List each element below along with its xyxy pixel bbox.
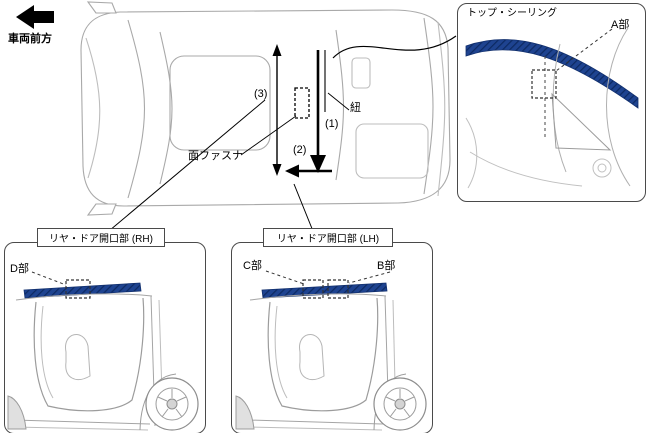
top-ceiling-art — [465, 27, 639, 189]
part-b-label: B部 — [377, 260, 396, 272]
headliner-strip — [465, 39, 639, 109]
part-c-label: C部 — [243, 260, 262, 272]
lh-door-aperture — [267, 297, 379, 412]
fastener-leader-line — [240, 115, 297, 156]
callout-top-ceiling — [457, 3, 646, 202]
part-c-dashed-box — [302, 279, 324, 299]
rh-headliner-strip — [23, 282, 142, 299]
step1-label: (1) — [325, 118, 339, 130]
roof-panel — [169, 55, 271, 151]
car-top-view — [80, 1, 451, 216]
rh-door-art — [7, 271, 199, 431]
step2-label: (2) — [293, 144, 307, 156]
cord-label: 紐 — [350, 102, 361, 114]
lh-door-art — [235, 270, 427, 431]
part-c-leader — [265, 270, 305, 285]
fastener-label: 面ファスナ — [188, 150, 243, 162]
step3-label: (3) — [254, 88, 268, 100]
rear-panel — [355, 123, 429, 179]
left-arrow-icon — [16, 5, 54, 29]
lh-door-title: リヤ・ドア開口部 (LH) — [263, 228, 393, 247]
part-d-label: D部 — [10, 263, 29, 275]
part-b-dashed-box — [327, 279, 349, 299]
measurement-annotations — [96, 35, 457, 242]
velcro-dashed-box — [294, 87, 310, 119]
part-b-leader — [348, 271, 391, 284]
top-ceiling-title: トップ・シーリング — [467, 8, 557, 19]
part-d-dashed-box — [65, 279, 91, 299]
rh-door-title: リヤ・ドア開口部 (RH) — [37, 228, 165, 247]
cord-leader-line — [327, 92, 350, 111]
connector-top-ceiling — [332, 35, 457, 59]
callout-rear-door-rh — [4, 242, 206, 433]
part-d-leader — [31, 271, 67, 286]
connector-rh — [96, 99, 266, 242]
side-mirror-right — [86, 203, 117, 216]
rh-door-aperture — [33, 297, 145, 412]
part-a-label: A部 — [611, 19, 630, 31]
part-a-dashed-box — [531, 69, 557, 99]
front-direction-label: 車両前方 — [8, 33, 52, 45]
side-mirror-left — [86, 1, 117, 14]
lh-headliner-strip — [261, 282, 388, 299]
